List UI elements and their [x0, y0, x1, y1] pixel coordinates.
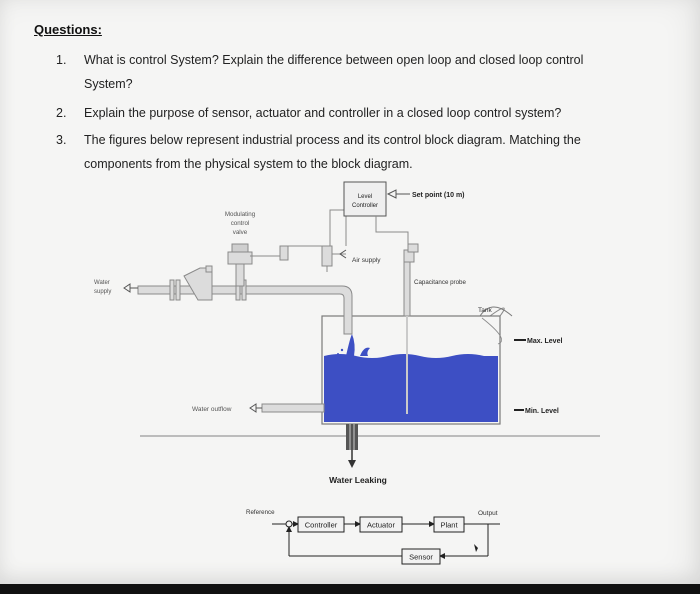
cursor-mark-icon: [474, 544, 478, 552]
set-point: Set point (10 m): [386, 189, 465, 199]
tank-water: [324, 354, 498, 422]
level-controller-label-line2: Controller: [352, 203, 378, 209]
question-text-continued: System?: [84, 77, 133, 91]
capacitance-probe: Capacitance probe: [403, 261, 466, 414]
question-text: Explain the purpose of sensor, actuator …: [84, 106, 562, 120]
output-label: Output: [478, 510, 498, 517]
valve-label-line1: Modulating: [225, 211, 256, 218]
pipe-fittings: [169, 265, 247, 301]
valve-label-line2: control: [231, 220, 250, 227]
min-level-label: Min. Level: [525, 408, 559, 415]
capacitance-probe-label: Capacitance probe: [414, 279, 466, 286]
water-supply: Water supply: [94, 280, 138, 295]
air-supply: Air supply: [339, 249, 381, 264]
plant-block-label: Plant: [440, 521, 458, 530]
question-number: 1.: [56, 53, 67, 67]
summing-junction: [285, 520, 293, 528]
tank-label: Tank: [478, 307, 492, 314]
question-text: What is control System? Explain the diff…: [84, 53, 584, 67]
sensor-block-label: Sensor: [409, 553, 433, 562]
max-level-label: Max. Level: [527, 338, 562, 345]
modulating-control-valve: Modulating control valve: [225, 211, 256, 287]
question-text-continued: components from the physical system to t…: [84, 157, 413, 171]
reference-label: Reference: [246, 509, 275, 516]
question-number: 3.: [56, 133, 67, 147]
control-block-diagram: Reference Controller Actuator Plant Outp…: [246, 509, 500, 565]
questions-heading: Questions:: [34, 22, 102, 37]
inlet-pipe: [137, 285, 353, 335]
level-controller-label-line1: Level: [358, 194, 372, 200]
water-supply-label-line1: Water: [94, 280, 110, 286]
controller-block-label: Controller: [305, 521, 338, 530]
water-supply-label-line2: supply: [94, 289, 111, 295]
level-controller: Level Controller: [343, 181, 387, 217]
water-splash: [337, 334, 370, 356]
min-level-marker: Min. Level: [514, 408, 559, 415]
valve-label-line3: valve: [233, 229, 248, 236]
bottom-shadow-strip: [0, 584, 700, 594]
question-text: The figures below represent industrial p…: [84, 133, 581, 147]
control-signal-line: [250, 209, 347, 272]
water-leaking-label: Water Leaking: [329, 475, 387, 485]
actuator-block-label: Actuator: [367, 521, 395, 530]
question-number: 2.: [56, 106, 67, 120]
water-outflow-label: Water outflow: [192, 406, 232, 413]
max-level-marker: Max. Level: [514, 338, 562, 345]
set-point-label: Set point (10 m): [412, 192, 465, 199]
probe-signal-line: [375, 216, 419, 263]
outflow-pipe: Water outflow: [192, 403, 325, 413]
air-supply-label: Air supply: [352, 257, 381, 264]
leak-pipe: Water Leaking: [329, 424, 387, 485]
